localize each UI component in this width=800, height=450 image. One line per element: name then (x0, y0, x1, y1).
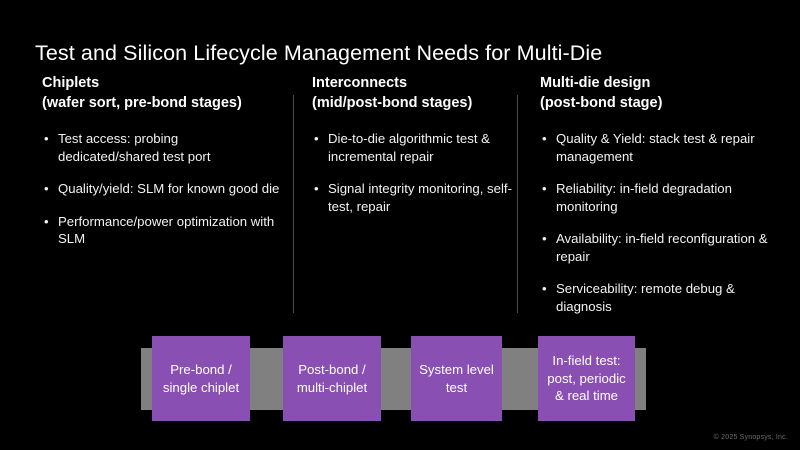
bullet-list: • Test access: probing dedicated/shared … (42, 130, 280, 248)
list-item: • Quality & Yield: stack test & repair m… (540, 130, 772, 165)
list-item: • Test access: probing dedicated/shared … (42, 130, 280, 165)
list-item: • Serviceability: remote debug & diagnos… (540, 280, 772, 315)
column-heading-sub: (mid/post-bond stages) (312, 94, 473, 111)
process-stage-label: Post-bond / multi-chiplet (296, 362, 368, 395)
list-item-text: Quality & Yield: stack test & repair man… (556, 131, 755, 164)
column-heading-main: Chiplets (42, 75, 100, 91)
column-heading-sub: (post-bond stage) (540, 94, 663, 111)
bullet-dot-icon: • (314, 181, 319, 196)
column-multi-die-design: Multi-die design (post-bond stage) • Qua… (540, 74, 772, 315)
footer-copyright: © 2025 Synopsys, Inc. (713, 434, 788, 441)
list-item-text: Test access: probing dedicated/shared te… (58, 131, 211, 164)
list-item-text: Quality/yield: SLM for known good die (58, 181, 280, 196)
column-heading: Multi-die design (post-bond stage) (540, 74, 772, 113)
list-item-text: Performance/power optimization with SLM (58, 213, 275, 247)
bullet-list: • Quality & Yield: stack test & repair m… (540, 130, 772, 315)
list-item: • Reliability: in-field degradation moni… (540, 180, 772, 215)
process-stage-system-level-test: System level test (411, 336, 502, 421)
bullet-dot-icon: • (44, 181, 49, 196)
list-item: • Signal integrity monitoring, self-test… (312, 180, 522, 215)
process-stage-post-bond: Post-bond / multi-chiplet (283, 336, 381, 421)
column-heading-sub: (wafer sort, pre-bond stages) (42, 94, 242, 111)
list-item-text: Serviceability: remote debug & diagnosis (556, 281, 735, 314)
list-item-text: Die-to-die algorithmic test & incrementa… (328, 131, 490, 164)
process-stage-label: In-field test: post, periodic & real tim… (547, 353, 626, 404)
list-item-text: Availability: in-field reconfiguration &… (556, 231, 768, 264)
process-stage-in-field-test: In-field test: post, periodic & real tim… (538, 336, 635, 421)
list-item-text: Reliability: in-field degradation monito… (556, 181, 732, 214)
column-heading: Chiplets (wafer sort, pre-bond stages) (42, 74, 280, 113)
column-interconnects: Interconnects (mid/post-bond stages) • D… (312, 74, 522, 215)
column-heading-main: Interconnects (312, 75, 408, 91)
process-stage-pre-bond: Pre-bond / single chiplet (152, 336, 250, 421)
process-stage-label: Pre-bond / single chiplet (162, 362, 240, 395)
list-item: • Availability: in-field reconfiguration… (540, 230, 772, 265)
column-heading: Interconnects (mid/post-bond stages) (312, 74, 522, 113)
process-stage-label: System level test (419, 362, 494, 395)
bullet-dot-icon: • (44, 213, 49, 229)
list-item: • Die-to-die algorithmic test & incremen… (312, 130, 522, 165)
column-divider-1 (293, 95, 294, 313)
list-item: • Performance/power optimization with SL… (42, 213, 280, 248)
bullet-dot-icon: • (542, 231, 547, 246)
page-title: Test and Silicon Lifecycle Management Ne… (35, 41, 603, 66)
list-item: • Quality/yield: SLM for known good die (42, 180, 280, 198)
bullet-dot-icon: • (542, 281, 547, 296)
column-divider-2 (517, 95, 518, 313)
list-item-text: Signal integrity monitoring, self-test, … (328, 181, 512, 214)
bullet-list: • Die-to-die algorithmic test & incremen… (312, 130, 522, 215)
column-chiplets: Chiplets (wafer sort, pre-bond stages) •… (42, 74, 280, 248)
column-heading-main: Multi-die design (540, 75, 651, 91)
bullet-dot-icon: • (44, 131, 49, 146)
bullet-dot-icon: • (542, 131, 547, 146)
bullet-dot-icon: • (542, 181, 547, 196)
bullet-dot-icon: • (314, 131, 319, 146)
